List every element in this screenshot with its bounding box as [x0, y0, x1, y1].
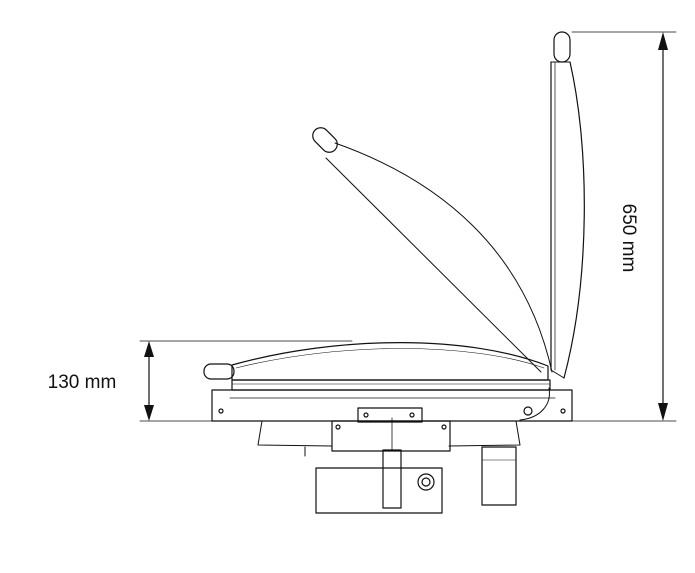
open-height-label: 650 mm [618, 204, 639, 273]
top-plate-screw-left [363, 412, 369, 418]
control-knob-outer [417, 473, 435, 491]
control-knob-inner [421, 477, 431, 487]
hinge-pivot [523, 406, 533, 416]
open-lid-hinge-strut [550, 369, 565, 379]
closed-height-label: 130 mm [48, 372, 117, 393]
base-screw-right [560, 408, 566, 414]
mount-screw-left [335, 424, 341, 430]
control-box [315, 467, 443, 514]
right-foot-bracket [448, 420, 521, 447]
closed-lid-handle [203, 363, 235, 380]
open-height-dimension: 650 mm [571, 31, 677, 422]
open-height-arrow-top [658, 32, 668, 50]
base-unit [211, 387, 573, 423]
closed-height-dimension: 130 mm [48, 340, 353, 422]
base-frame [211, 389, 573, 422]
top-plate-screw-right [409, 412, 415, 418]
lid-swing-flat-edge [325, 157, 542, 373]
cable-tube [382, 449, 402, 509]
mount-screw-right [441, 424, 447, 430]
closed-height-arrow-bottom [144, 405, 154, 421]
lower-plate-body [231, 379, 551, 391]
right-motor-housing [481, 446, 517, 506]
base-screw-left [218, 408, 224, 414]
center-mount-block [331, 420, 451, 452]
hinge-bracket [519, 387, 550, 421]
open-lid [550, 31, 585, 379]
lid-swing-handle [312, 127, 338, 153]
underside-assembly [257, 417, 521, 514]
left-foot-bracket [257, 420, 333, 447]
closed-height-arrow-top [144, 341, 154, 357]
lid-swing-outer-arc [334, 142, 553, 373]
lower-plate [231, 379, 551, 391]
open-lid-curved-shell [563, 61, 585, 379]
closed-lid [203, 342, 549, 381]
closed-lid-shell [231, 342, 549, 381]
closed-lid-inner-line [235, 348, 545, 369]
lid-swing-position [312, 127, 553, 373]
open-lid-handle [553, 31, 571, 63]
top-plate [357, 407, 423, 423]
open-height-arrow-bottom [658, 403, 668, 421]
